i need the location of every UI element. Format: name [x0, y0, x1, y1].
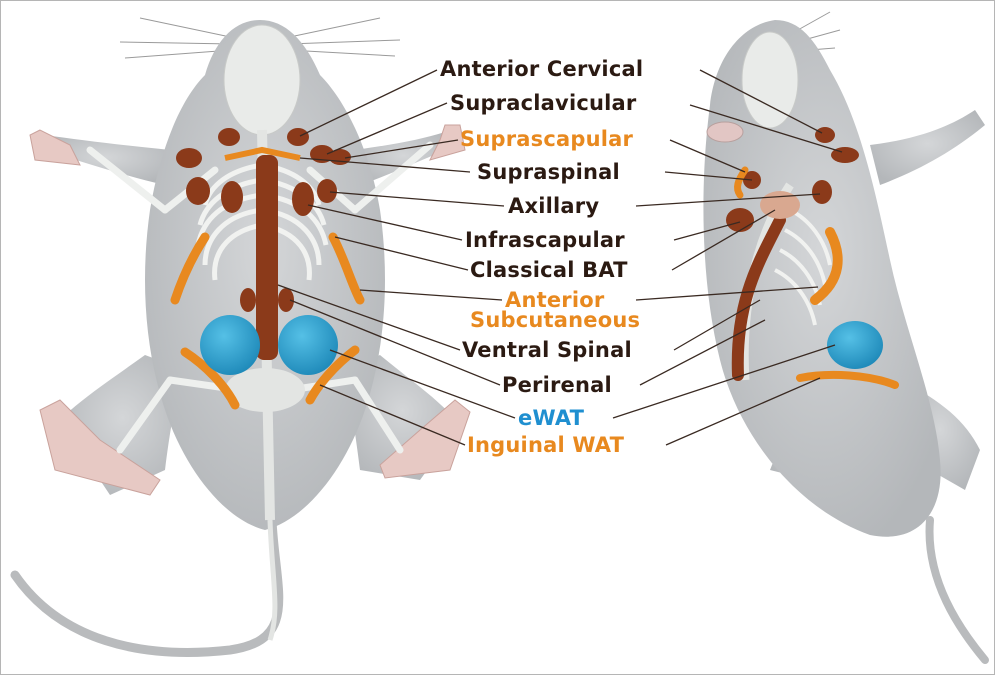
label-subcutaneous: Subcutaneous	[470, 309, 640, 331]
right-axillary-depot	[812, 180, 832, 204]
right-tail	[930, 520, 985, 660]
right-ear	[707, 122, 743, 142]
right-anterior-cervical-depot	[815, 127, 835, 143]
right-mouse-lateral	[703, 12, 985, 660]
right-ewat-depot	[827, 321, 883, 369]
label-ewat: eWAT	[518, 407, 584, 429]
right-infrascapular-depot	[726, 208, 754, 232]
label-supraclavicular: Supraclavicular	[450, 92, 636, 114]
label-inguinal-wat: Inguinal WAT	[467, 434, 624, 456]
left-axillary-depot-b	[317, 179, 337, 203]
left-axillary-depot-a	[186, 177, 210, 205]
left-ewat-depot-b	[278, 315, 338, 375]
label-classical-bat: Classical BAT	[470, 259, 628, 281]
label-infrascapular: Infrascapular	[465, 229, 625, 251]
left-infrascapular-depot-a	[221, 181, 243, 213]
left-ventral-spinal-depot	[256, 155, 278, 360]
left-anterior-cervical-depot-b	[287, 128, 309, 146]
left-perirenal-depot-a	[240, 288, 256, 312]
label-perirenal: Perirenal	[502, 374, 612, 396]
left-ewat-depot-a	[200, 315, 260, 375]
left-infrascapular-depot-b	[292, 182, 314, 216]
label-supraspinal: Supraspinal	[477, 161, 620, 183]
left-anterior-cervical-depot-a	[218, 128, 240, 146]
left-supraclavicular-depot-a	[176, 148, 202, 168]
left-mouse-ventral	[15, 18, 470, 652]
label-anterior-cervical: Anterior Cervical	[440, 58, 643, 80]
left-tail	[15, 520, 279, 652]
label-axillary: Axillary	[508, 195, 599, 217]
label-suprascapular: Suprascapular	[460, 128, 633, 150]
right-skull	[742, 32, 798, 128]
label-ventral-spinal: Ventral Spinal	[462, 339, 632, 361]
left-skull	[224, 25, 300, 135]
right-forelimb	[870, 110, 985, 185]
